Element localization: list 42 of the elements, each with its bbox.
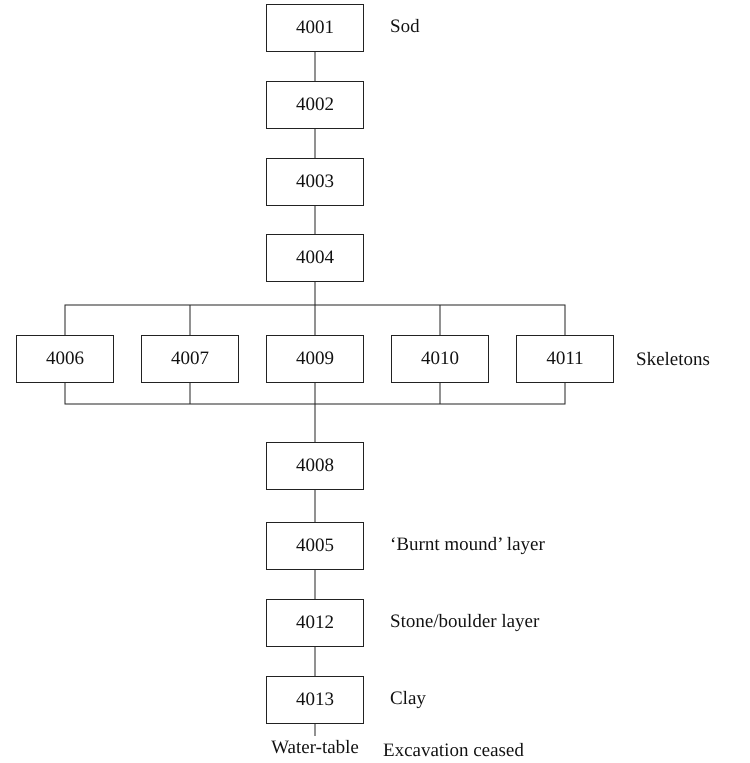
context-box [266, 522, 364, 570]
context-box [266, 599, 364, 647]
connector-line [314, 282, 566, 336]
context-number: 4007 [171, 348, 209, 370]
context-number: 4006 [46, 348, 84, 370]
context-box [266, 335, 364, 383]
connector-line [314, 382, 566, 442]
layer-description: ‘Burnt mound’ layer [390, 534, 545, 556]
context-box [391, 335, 489, 383]
connector-line [314, 724, 316, 736]
connector-line [314, 128, 316, 158]
connector-line [314, 52, 316, 82]
layer-description: Clay [390, 688, 426, 710]
context-box [266, 442, 364, 490]
connector-line [314, 646, 316, 676]
context-number: 4001 [296, 17, 334, 39]
context-box [266, 158, 364, 206]
layer-description: Stone/boulder layer [390, 611, 540, 633]
connector-line [314, 206, 316, 234]
context-number: 4012 [296, 612, 334, 634]
context-number: 4010 [421, 348, 459, 370]
context-number: 4008 [296, 455, 334, 477]
context-box [141, 335, 239, 383]
note-label: Excavation ceased [383, 740, 524, 762]
context-box [266, 676, 364, 724]
context-number: 4009 [296, 348, 334, 370]
context-box [266, 234, 364, 282]
context-box [266, 81, 364, 129]
connector-line [314, 570, 316, 600]
context-number: 4002 [296, 94, 334, 116]
layer-description: Sod [390, 16, 420, 38]
context-number: 4003 [296, 171, 334, 193]
layer-label: Water-table [271, 737, 359, 759]
context-box [266, 4, 364, 52]
context-number: 4011 [546, 348, 584, 370]
context-number: 4005 [296, 535, 334, 557]
context-number: 4013 [296, 689, 334, 711]
connector-line [314, 490, 316, 522]
context-number: 4004 [296, 247, 334, 269]
group-label: Skeletons [636, 349, 710, 371]
context-box [516, 335, 614, 383]
context-box [16, 335, 114, 383]
